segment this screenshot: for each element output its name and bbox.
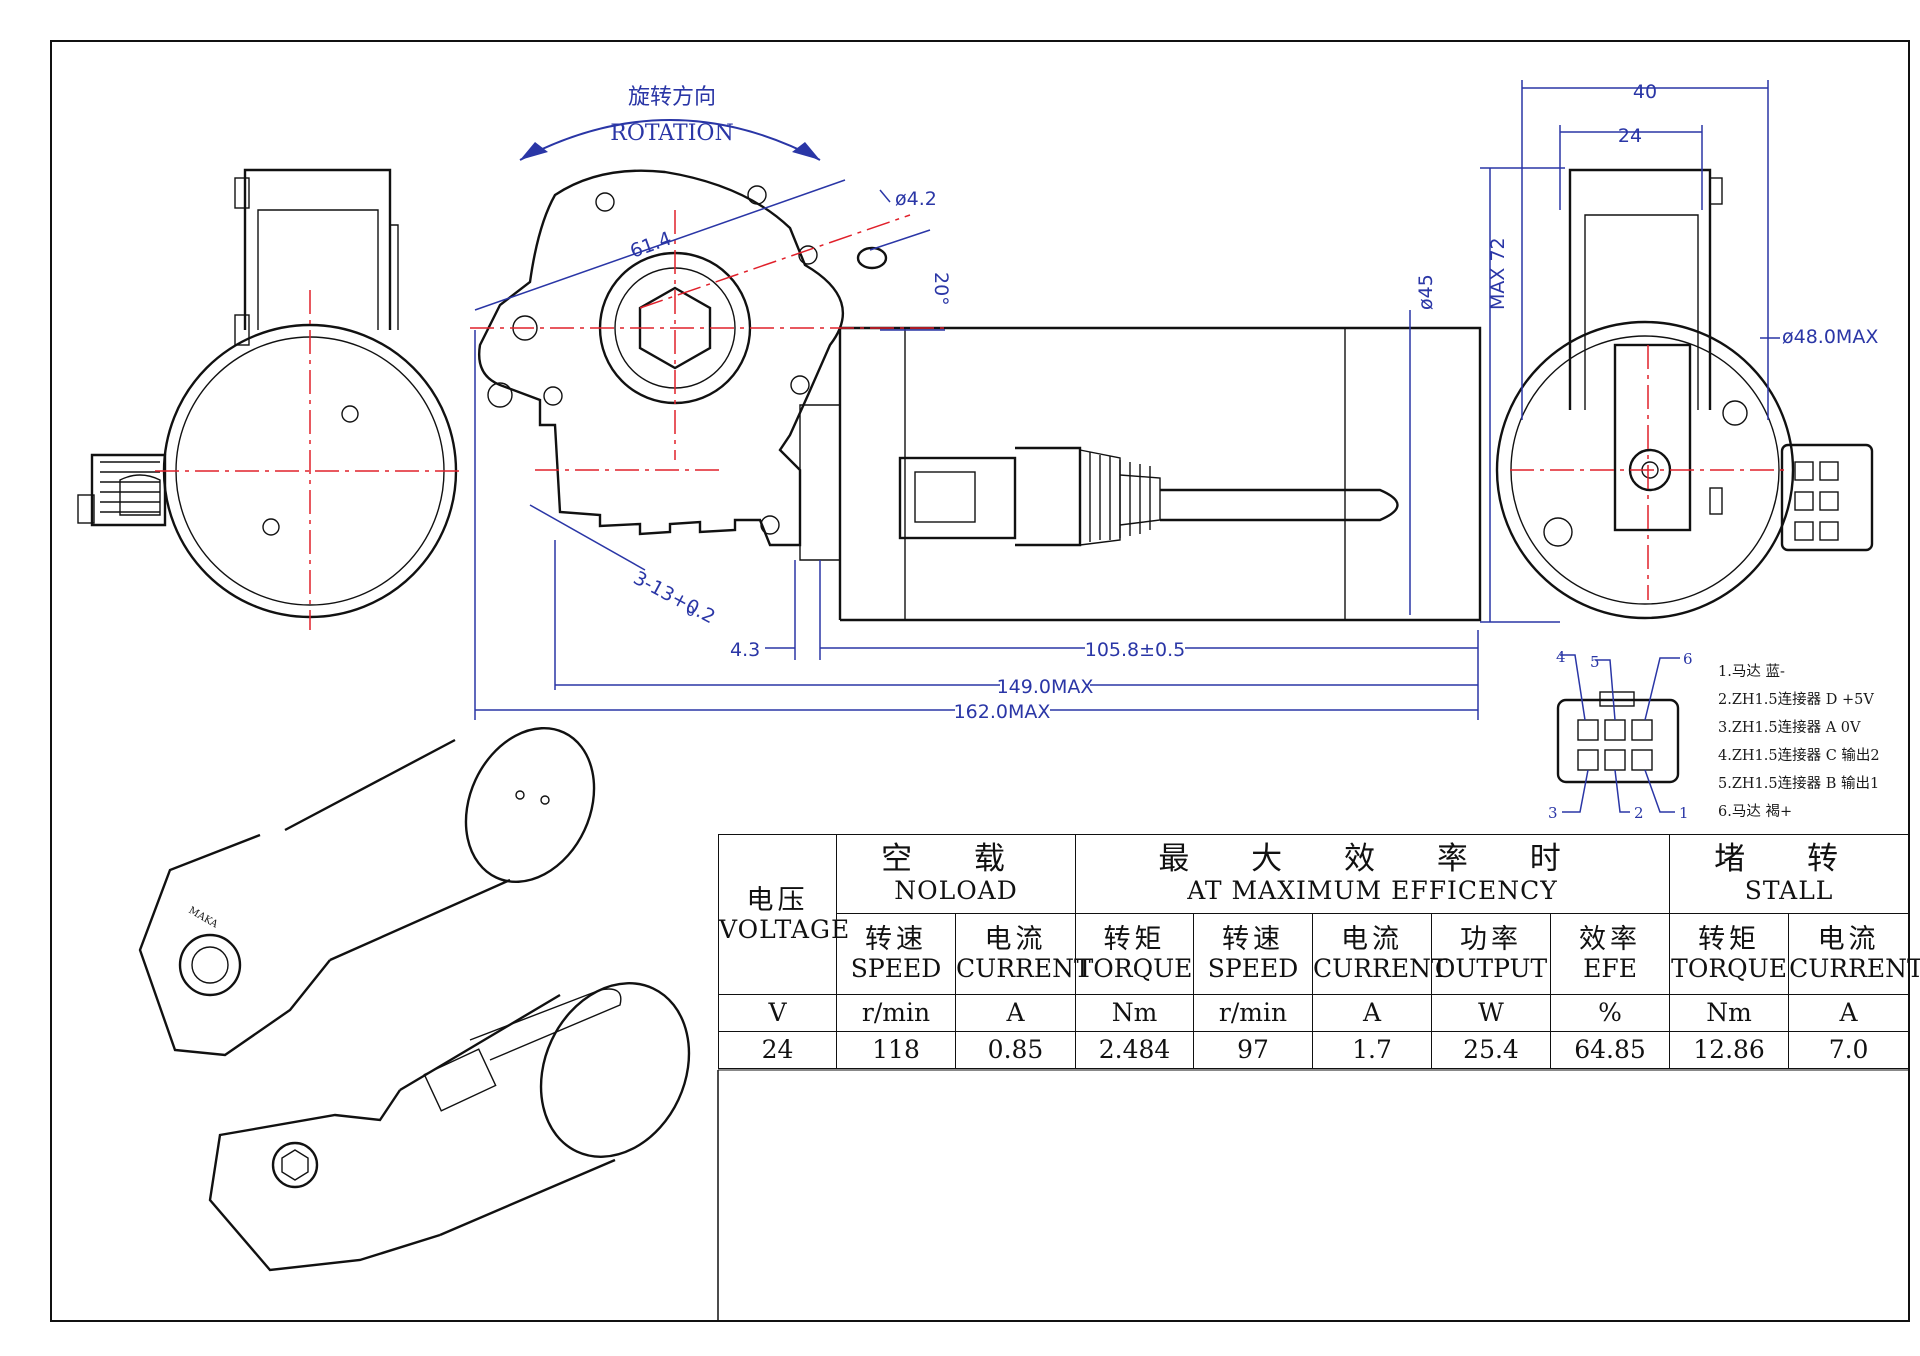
right-end-view: [1480, 80, 1874, 623]
drawing-frame: [50, 40, 1910, 1322]
table-row-values: 24 118 0.85 2.484 97 1.7 25.4 64.85 12.8…: [718, 1031, 1910, 1069]
left-side-view: [77, 168, 465, 630]
dim-105-8: 105.8±0.5: [1085, 639, 1186, 661]
group-stall: 堵 转 STALL: [1669, 834, 1910, 914]
value-stall-torque: 12.86: [1669, 1031, 1790, 1069]
pin-legend-4: 4.ZH1.5连接器 C 输出2: [1718, 747, 1880, 764]
dim-149: 149.0MAX: [997, 676, 1094, 698]
value-max-efe: 64.85: [1550, 1031, 1671, 1069]
pin-1-label: 1: [1679, 804, 1689, 822]
unit-max-output: W: [1431, 994, 1552, 1032]
pin-legend-5: 5.ZH1.5连接器 B 输出1: [1718, 775, 1879, 792]
value-max-output: 25.4: [1431, 1031, 1552, 1069]
unit-max-torque: Nm: [1075, 994, 1195, 1032]
dim-hole: ø4.2: [895, 188, 937, 210]
value-noload-current: 0.85: [954, 1031, 1077, 1069]
rotation-label-en: ROTATION: [610, 121, 733, 146]
dim-diameter-45: ø45: [1415, 274, 1437, 310]
group-noload-en: NOLOAD: [894, 876, 1018, 906]
dim-shaft-tolerance: 0: [686, 604, 695, 620]
spec-table: 电压 VOLTAGE 空 载 NOLOAD 最 大 效 率 时 AT MAXIM…: [718, 834, 1920, 1069]
unit-stall-current: A: [1788, 994, 1910, 1032]
unit-stall-torque: Nm: [1669, 994, 1790, 1032]
front-view: [470, 119, 1482, 720]
unit-noload-speed: r/min: [836, 994, 956, 1032]
voltage-header-cn: 电压: [746, 884, 809, 916]
pin-legend-1: 1.马达 蓝-: [1718, 663, 1785, 680]
dim-max72: MAX 72: [1487, 237, 1509, 310]
group-noload: 空 载 NOLOAD: [835, 834, 1077, 914]
group-max-efficiency-cn: 最 大 效 率 时: [1158, 840, 1587, 877]
pin-5-label: 5: [1590, 653, 1600, 671]
pin-3-label: 3: [1548, 804, 1558, 822]
dim-angle: 20°: [930, 272, 952, 306]
dim-4-3: 4.3: [730, 639, 760, 661]
unit-max-current: A: [1312, 994, 1433, 1032]
voltage-header-en: VOLTAGE: [719, 914, 851, 944]
value-noload-speed: 118: [836, 1031, 956, 1069]
value-voltage: 24: [718, 1031, 837, 1069]
value-max-current: 1.7: [1312, 1031, 1433, 1069]
pin-4-label: 4: [1556, 648, 1566, 666]
voltage-header: 电压 VOLTAGE: [718, 834, 851, 995]
unit-noload-current: A: [954, 994, 1077, 1032]
dim-40: 40: [1633, 81, 1657, 103]
unit-max-efe: %: [1550, 994, 1671, 1032]
rotation-label-cn: 旋转方向: [628, 85, 716, 110]
group-max-efficiency-en: AT MAXIMUM EFFICENCY: [1187, 876, 1558, 906]
group-stall-cn: 堵 转: [1714, 840, 1864, 877]
table-row-units: V r/min A Nm r/min A W % Nm A: [718, 994, 1910, 1032]
value-stall-current: 7.0: [1788, 1031, 1910, 1069]
pin-legend-6: 6.马达 褐+: [1718, 803, 1792, 820]
value-max-speed: 97: [1193, 1031, 1314, 1069]
dim-162: 162.0MAX: [954, 701, 1051, 723]
pin-legend-3: 3.ZH1.5连接器 A 0V: [1718, 719, 1861, 736]
value-max-torque: 2.484: [1075, 1031, 1195, 1069]
isometric-view-bottom: [208, 982, 691, 1272]
pin-6-label: 6: [1683, 650, 1693, 668]
isometric-view-top: [138, 726, 596, 1057]
connector-pinout: [1556, 654, 1680, 813]
group-stall-en: STALL: [1744, 876, 1834, 906]
dim-diameter-48: ø48.0MAX: [1782, 326, 1878, 348]
unit-max-speed: r/min: [1193, 994, 1314, 1032]
brand-mark: MAKA: [187, 905, 221, 931]
group-noload-cn: 空 载: [881, 840, 1031, 877]
pin-2-label: 2: [1634, 804, 1644, 822]
pin-legend-2: 2.ZH1.5连接器 D +5V: [1718, 691, 1874, 708]
dim-24: 24: [1618, 125, 1642, 147]
group-max-efficiency: 最 大 效 率 时 AT MAXIMUM EFFICENCY: [1075, 834, 1671, 914]
unit-voltage: V: [718, 994, 837, 1032]
dim-shaft: 3-13+0.2: [630, 567, 719, 628]
